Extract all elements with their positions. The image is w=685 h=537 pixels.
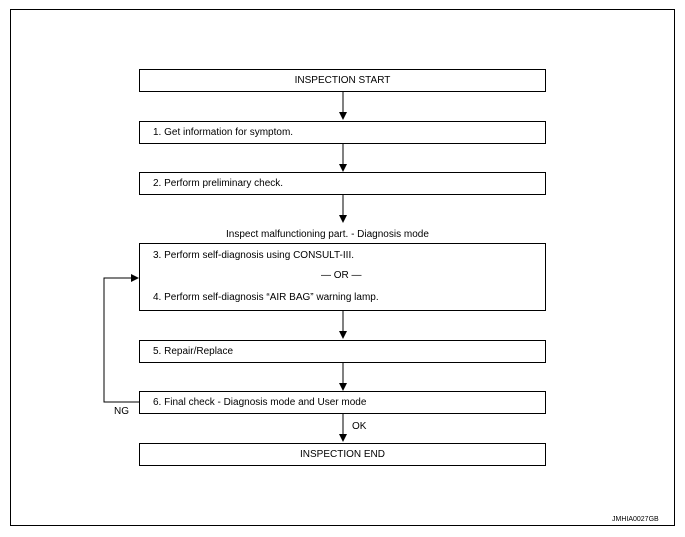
step3-4-box: 3. Perform self-diagnosis using CONSULT-… [139,243,546,311]
step2-box: 2. Perform preliminary check. [139,172,546,195]
inspection-end-box: INSPECTION END [139,443,546,466]
step6-box: 6. Final check - Diagnosis mode and User… [139,391,546,414]
step4-label: 4. Perform self-diagnosis “AIR BAG” warn… [153,292,379,303]
step1-label: 1. Get information for symptom. [153,127,294,138]
step6-label: 6. Final check - Diagnosis mode and User… [153,397,367,408]
inspection-start-label: INSPECTION START [294,75,391,86]
step2-label: 2. Perform preliminary check. [153,178,284,189]
step1-box: 1. Get information for symptom. [139,121,546,144]
inspection-start-box: INSPECTION START [139,69,546,92]
figure-frame [10,9,675,526]
step5-box: 5. Repair/Replace [139,340,546,363]
step5-label: 5. Repair/Replace [153,346,234,357]
figure-reference-code: JMHIA0027GB [612,516,659,523]
or-label: — OR — [321,270,362,281]
ng-label: NG [114,406,129,417]
ok-label: OK [352,421,367,432]
section-label: Inspect malfunctioning part. - Diagnosis… [226,229,429,240]
inspection-end-label: INSPECTION END [299,449,385,460]
ng-loop-connector [103,274,139,403]
step3-label: 3. Perform self-diagnosis using CONSULT-… [153,250,354,261]
